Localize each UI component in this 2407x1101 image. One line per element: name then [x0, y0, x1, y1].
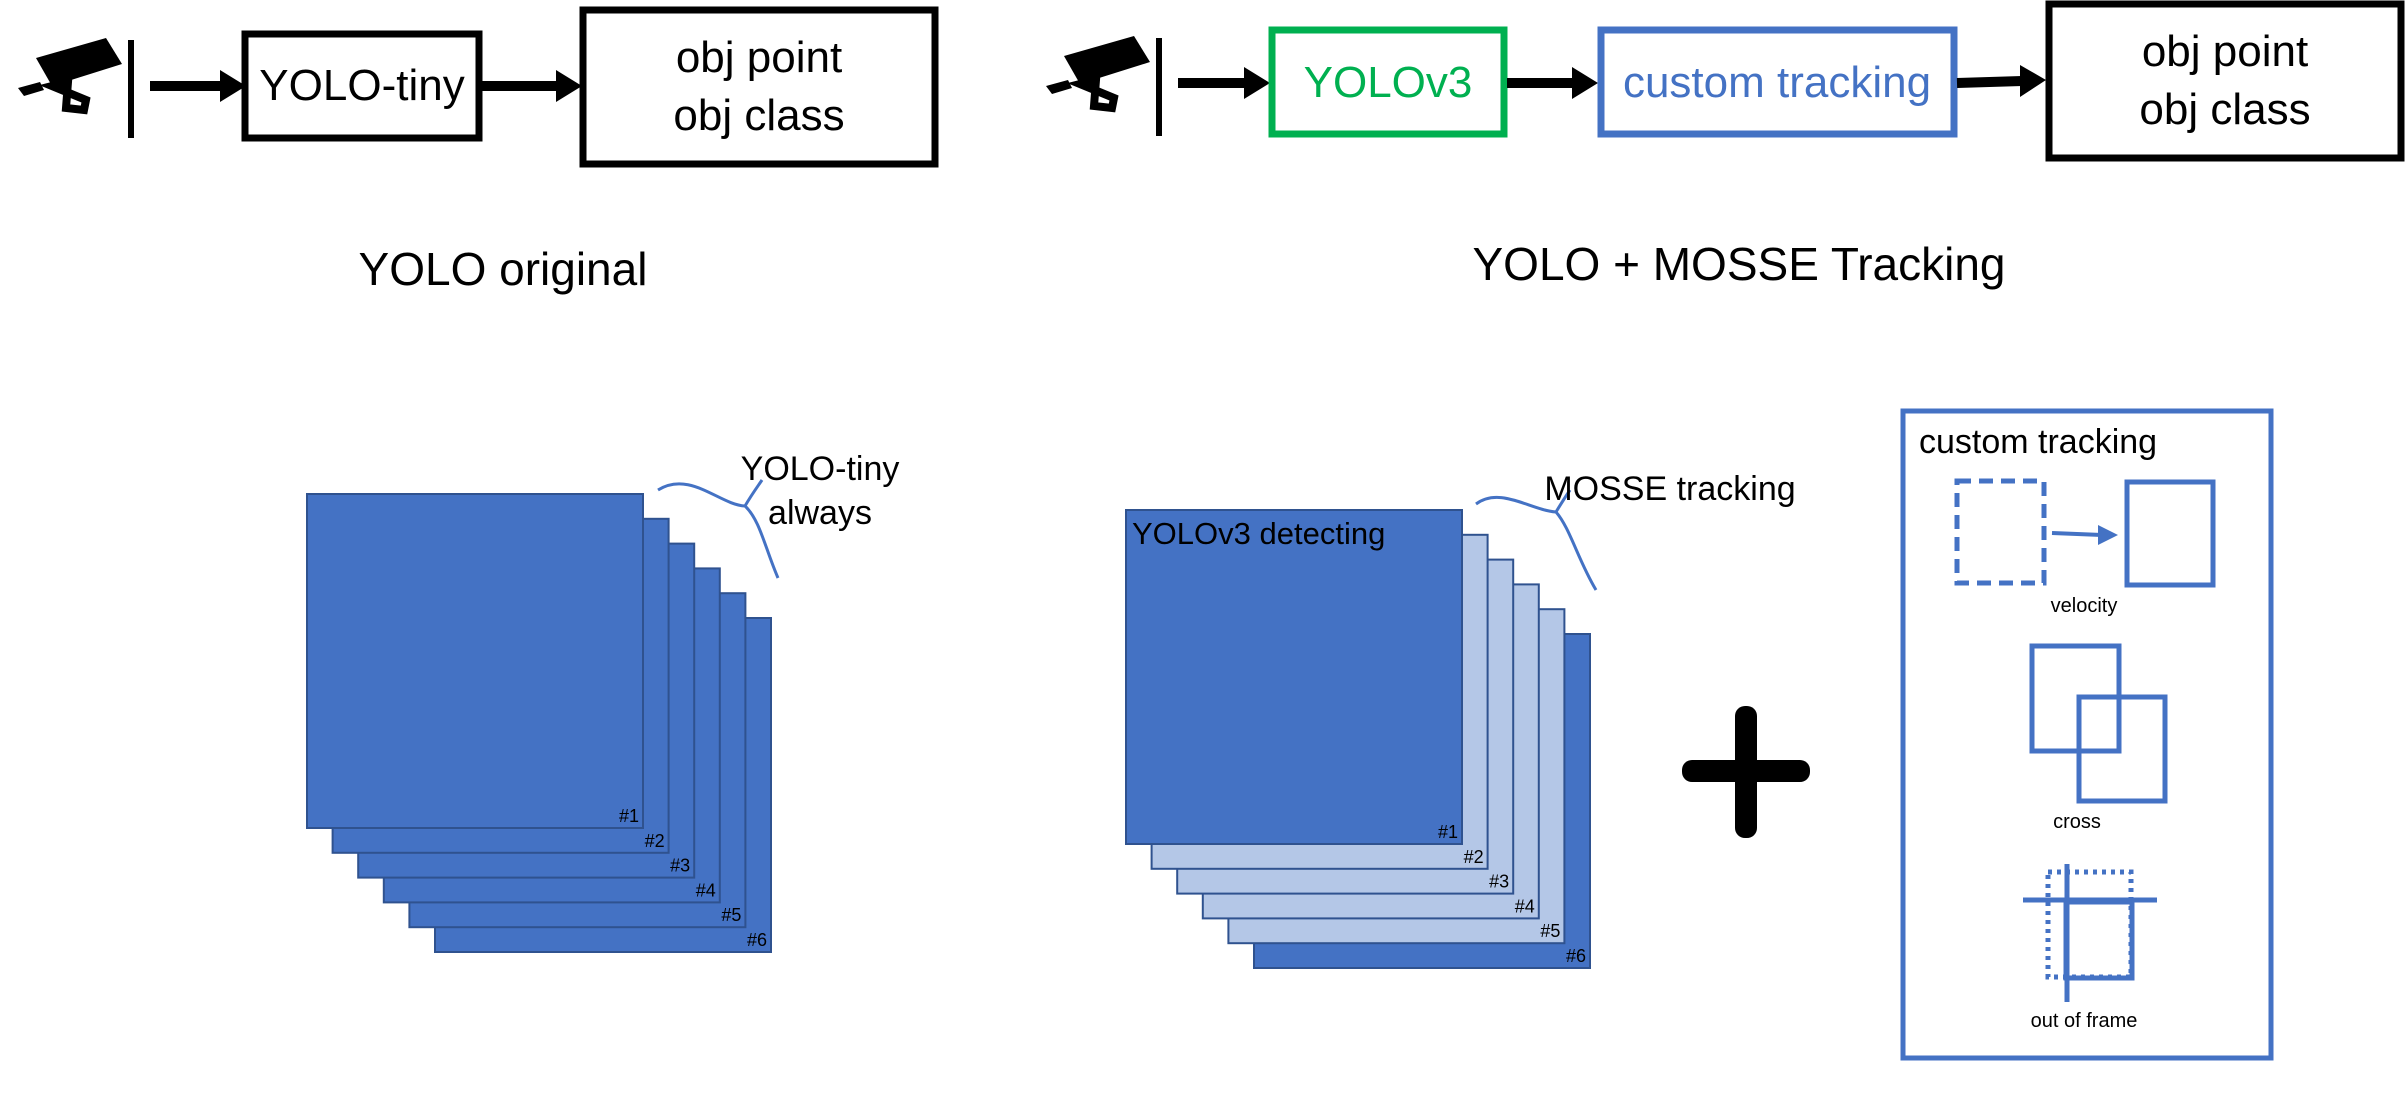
brace-left — [657, 482, 780, 579]
frame-label-3: #3 — [1489, 872, 1509, 892]
yolo-tiny-box — [241, 30, 483, 142]
frame-1 — [1125, 509, 1463, 845]
caption-yolo-original: YOLO original — [359, 243, 648, 295]
output-box-right — [2045, 0, 2405, 162]
frame-label-6: #6 — [747, 930, 767, 950]
frame-stack-left: #6 #5#4 #3#2 #1 YOLO-tiny always — [306, 450, 900, 953]
frame-label-1: #1 — [1438, 822, 1458, 842]
plus-icon — [1682, 706, 1810, 838]
panel-title: custom tracking — [1919, 423, 2157, 461]
case-label-cross: cross — [2053, 811, 2101, 833]
custom-tracking-label: custom tracking — [1623, 58, 1931, 107]
custom-tracking-panel: custom tracking velocity cross out of fr… — [1900, 408, 2274, 1061]
annotation-left-line2: always — [768, 494, 872, 532]
velocity-icon — [1954, 478, 2216, 588]
brace-left-tip — [743, 479, 764, 507]
frame-1 — [306, 493, 644, 829]
frame-label-2: #2 — [1464, 847, 1484, 867]
frame-label-2: #2 — [645, 831, 665, 851]
pipeline-right: YOLOv3 custom tracking obj point obj cla… — [1046, 0, 2405, 290]
frame-stack-right: #6 #5#4 #3#2 #1 YOLOv3 detecting MOSSE trac… — [1125, 470, 1796, 969]
caption-yolo-mosse: YOLO + MOSSE Tracking — [1472, 238, 2005, 290]
out-of-frame-icon — [2023, 864, 2157, 1002]
frame-stack-left-frames: #6 #5#4 #3#2 #1 — [306, 493, 772, 953]
output-left-line2: obj class — [673, 91, 844, 140]
yolov3-box — [1268, 26, 1508, 138]
security-camera-icon — [1046, 36, 1162, 136]
arrow-tracking-to-output — [1956, 76, 2023, 88]
output-right-line2: obj class — [2139, 85, 2310, 134]
case-label-velocity: velocity — [2051, 595, 2118, 617]
cross-overlap-icon — [2029, 643, 2168, 804]
brace-right-tip — [1554, 489, 1572, 513]
frame-stack-right-frames: #6 #5#4 #3#2 #1 — [1125, 509, 1591, 969]
annotation-left-line1: YOLO-tiny — [741, 450, 900, 488]
frame-label-6: #6 — [1566, 946, 1586, 966]
frame-label-1: #1 — [619, 806, 639, 826]
security-camera-icon — [18, 38, 134, 138]
yolov3-label: YOLOv3 — [1304, 58, 1473, 107]
case-label-out-of-frame: out of frame — [2031, 1010, 2138, 1032]
custom-tracking-box — [1597, 26, 1958, 138]
output-right-line1: obj point — [2142, 27, 2308, 76]
frame-label-5: #5 — [721, 905, 741, 925]
pipeline-left: YOLO-tiny obj point obj class YOLO origi… — [18, 6, 939, 295]
output-left-line1: obj point — [676, 33, 842, 82]
annotation-right: MOSSE tracking — [1544, 470, 1795, 508]
frame-label-3: #3 — [670, 856, 690, 876]
front-frame-label: YOLOv3 detecting — [1132, 516, 1385, 551]
frame-label-4: #4 — [1515, 896, 1535, 916]
frame-label-4: #4 — [696, 880, 716, 900]
frame-label-5: #5 — [1540, 921, 1560, 941]
output-box-left — [579, 6, 939, 168]
yolo-tiny-label: YOLO-tiny — [259, 61, 464, 110]
